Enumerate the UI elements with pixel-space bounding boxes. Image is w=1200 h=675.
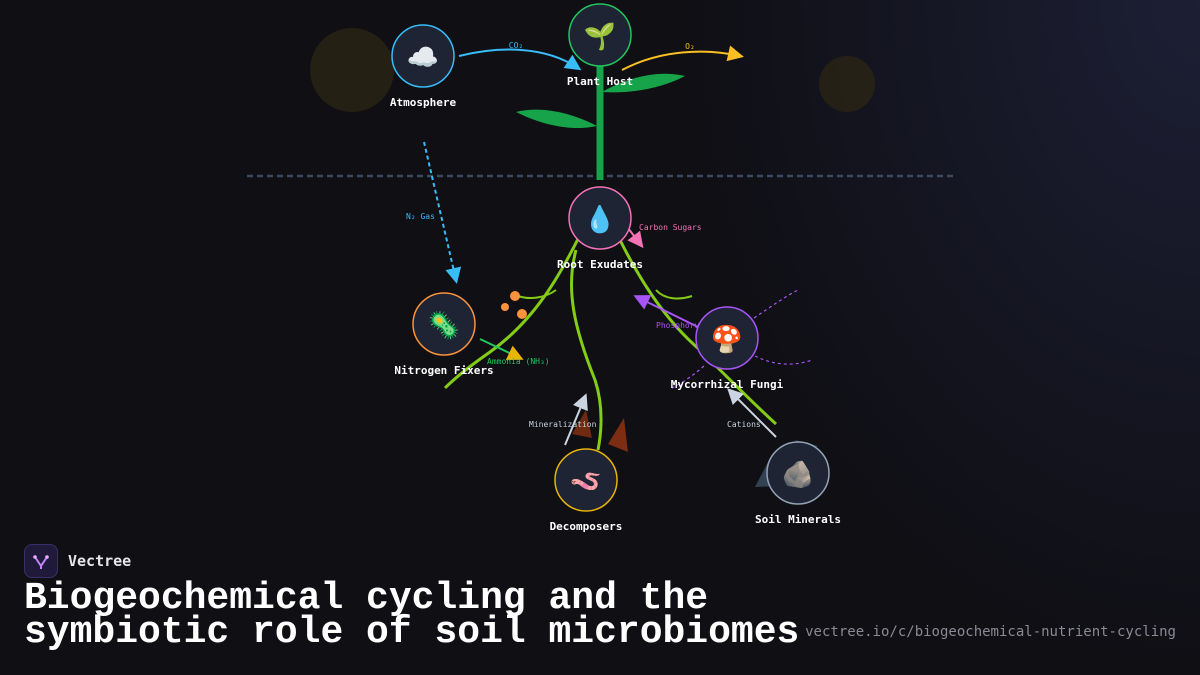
hypha-strand [671,365,705,389]
node-label-plant-host: Plant Host [567,75,633,88]
mineral-shard [572,410,592,438]
n2-gas-flow-arrow [423,141,462,284]
carbon-sugars-flow-label: Carbon Sugars [639,223,702,232]
decor-blob [310,28,394,112]
phosphorus-flow-label: Phosphorus [656,321,704,330]
cloud-icon: ☁️ [407,43,439,73]
n2-gas-flow-label: N₂ Gas [406,212,435,221]
root-nodule [517,309,527,319]
node-plant-host: 🌱 Plant Host [567,3,633,88]
mineral-shard [608,418,628,452]
o2-flow-arrow [621,45,744,71]
title-line-1: Biogeochemical cycling and the [24,577,709,620]
node-root-exudates: 💧 Root Exudates [557,186,643,271]
brand-name: Vectree [68,552,132,570]
co2-flow-arrow [458,48,582,71]
vectree-logo-icon [24,544,58,578]
node-soil-minerals: 🪨 Soil Minerals [755,441,841,526]
node-decomposers: 🪱 Decomposers [550,448,623,533]
rock-icon: 🪨 [782,460,814,490]
node-label-atmosphere: Atmosphere [390,96,457,109]
hypha-strand [753,289,799,319]
node-label-decomposers: Decomposers [550,520,623,533]
ammonia-flow-label: Ammonia (NH₃) [487,357,550,366]
phosphorus-flow-arrow [633,295,701,329]
title-line-2: symbiotic role of soil microbiomes [24,611,800,654]
mushroom-icon: 🍄 [711,324,743,355]
co2-flow-label: CO₂ [509,41,523,50]
mineralization-flow-arrow [564,393,588,446]
worm-icon: 🪱 [570,467,602,497]
brand: Vectree [24,544,131,578]
carbon-sugars-flow-arrow [627,227,644,249]
decor-blob [819,56,875,112]
leaf-right [602,73,685,93]
node-label-nitrogen-fixers: Nitrogen Fixers [394,364,493,377]
cations-flow-label: Cations [727,420,761,429]
droplet-icon: 💧 [584,204,616,235]
node-atmosphere: ☁️ Atmosphere [390,24,457,109]
node-nitrogen-fixers: 🦠 Nitrogen Fixers [394,292,494,377]
leaf-left [516,109,597,129]
source-url[interactable]: vectree.io/c/biogeochemical-nutrient-cyc… [805,624,1176,640]
cations-flow-arrow [727,388,777,438]
node-label-root-exudates: Root Exudates [557,258,643,271]
hypha-strand [754,355,813,365]
node-label-mycorrhizal-fungi: Mycorrhizal Fungi [671,378,784,391]
o2-flow-label: O₂ [685,42,695,51]
microbe-icon: 🦠 [428,310,460,341]
ammonia-flow-arrow [479,338,524,361]
root-nodule [501,303,509,311]
root-nodule [510,291,520,301]
seedling-icon: 🌱 [584,22,616,52]
node-label-soil-minerals: Soil Minerals [755,513,841,526]
page-title: Biogeochemical cycling and the symbiotic… [24,580,804,652]
mineralization-flow-label: Mineralization [529,420,597,429]
background-glow [680,0,1200,675]
node-mycorrhizal-fungi: 🍄 Mycorrhizal Fungi [671,306,784,391]
